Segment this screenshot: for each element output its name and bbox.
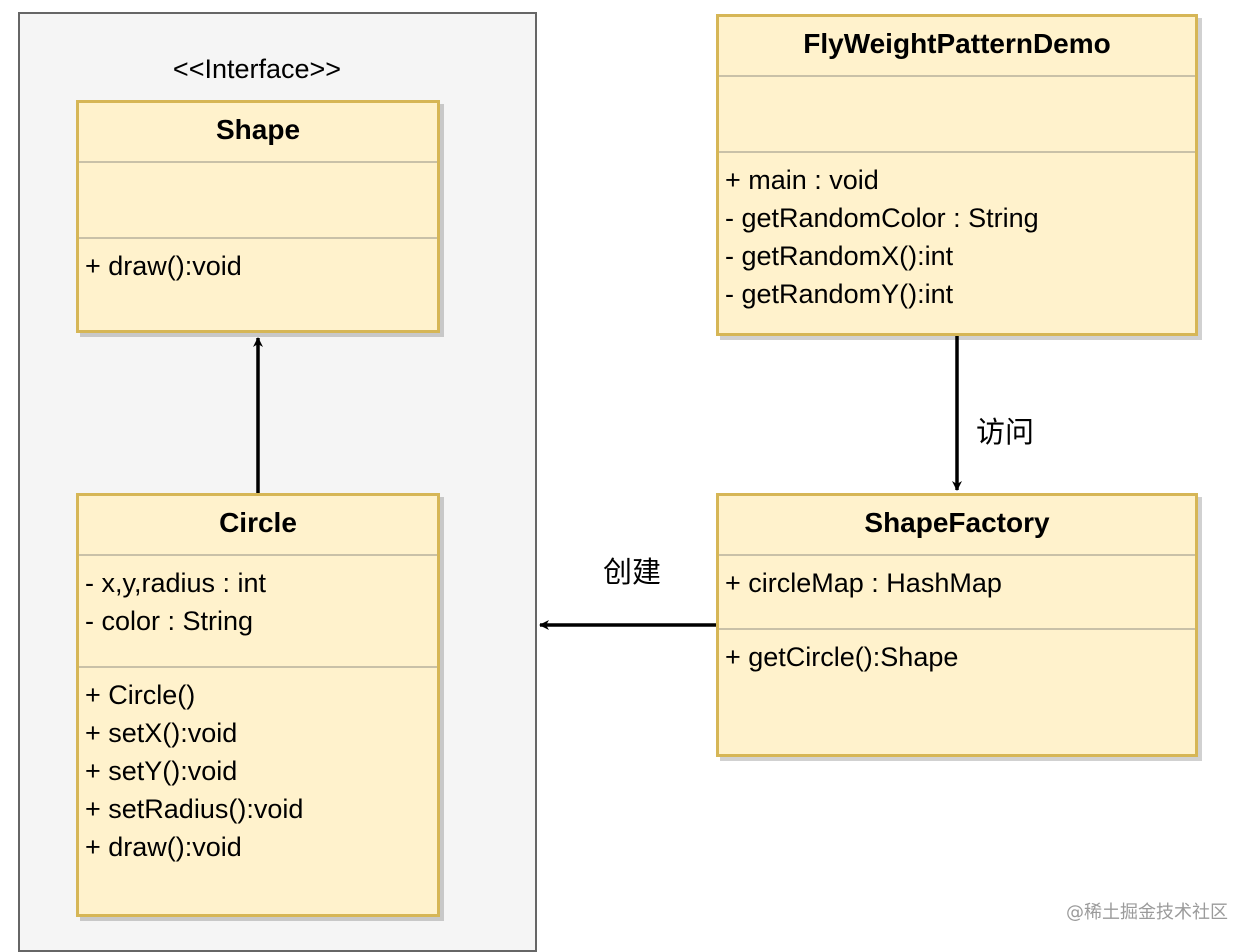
method-line: + setRadius():void <box>85 794 304 824</box>
interface-stereotype: <<Interface>> <box>172 54 342 84</box>
method-line: - getRandomY():int <box>725 279 954 309</box>
attribute-line: - x,y,radius : int <box>85 568 267 598</box>
edge-label-access: 访问 <box>976 416 1035 450</box>
method-line: + draw():void <box>85 832 242 862</box>
class-factory-name: ShapeFactory <box>719 496 1195 556</box>
method-line: + setX():void <box>85 718 238 748</box>
method-line: + main : void <box>725 165 879 195</box>
class-factory-attributes: + circleMap : HashMap <box>719 556 1195 630</box>
class-shape-methods: + draw():void <box>79 239 437 285</box>
class-shape-attributes <box>79 163 437 239</box>
method-line: + getCircle():Shape <box>725 642 959 672</box>
class-factory-methods: + getCircle():Shape <box>719 630 1195 676</box>
method-line: + Circle() <box>85 680 196 710</box>
class-flyweight-demo[interactable]: FlyWeightPatternDemo + main : void - get… <box>716 14 1198 336</box>
method-line: + draw():void <box>85 251 242 281</box>
class-shape-factory[interactable]: ShapeFactory + circleMap : HashMap + get… <box>716 493 1198 757</box>
class-circle-methods: + Circle() + setX():void + setY():void +… <box>79 668 437 866</box>
edge-label-create: 创建 <box>603 556 662 590</box>
attribute-line: + circleMap : HashMap <box>725 568 1002 598</box>
class-circle-attributes: - x,y,radius : int - color : String <box>79 556 437 668</box>
method-line: - getRandomX():int <box>725 241 954 271</box>
class-demo-methods: + main : void - getRandomColor : String … <box>719 153 1195 313</box>
class-shape[interactable]: Shape + draw():void <box>76 100 440 333</box>
class-demo-name: FlyWeightPatternDemo <box>719 17 1195 77</box>
class-circle[interactable]: Circle - x,y,radius : int - color : Stri… <box>76 493 440 917</box>
watermark-text: @稀土掘金技术社区 <box>1066 902 1228 923</box>
method-line: - getRandomColor : String <box>725 203 1039 233</box>
class-circle-name: Circle <box>79 496 437 556</box>
attribute-line: - color : String <box>85 606 254 636</box>
class-shape-name: Shape <box>79 103 437 163</box>
class-demo-attributes <box>719 77 1195 153</box>
method-line: + setY():void <box>85 756 238 786</box>
